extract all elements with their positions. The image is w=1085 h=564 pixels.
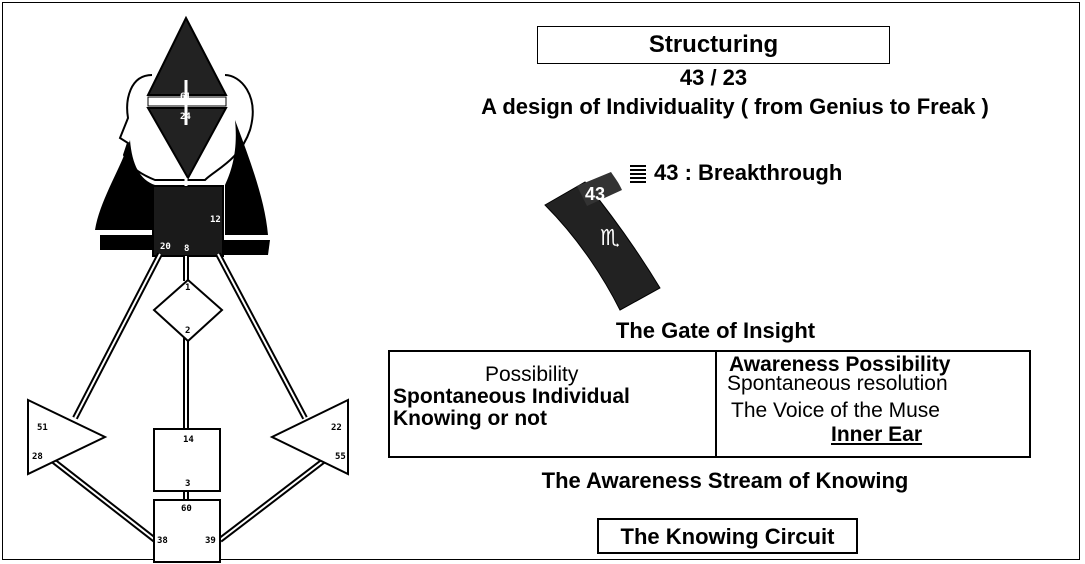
properties-right-cell: Awareness Possibility Spontaneous resolu… [717,352,1029,456]
arc-gate-number: 43 [585,184,605,204]
root-center [153,499,221,563]
gate-label: 8 [184,244,189,254]
shoulder-left-shape [95,140,155,230]
zodiac-arc: 43 ♏ [544,172,661,311]
gate-label: 22 [331,423,342,433]
properties-table: Possibility Spontaneous Individual Knowi… [388,350,1031,458]
gate-name: The Gate of Insight [615,318,816,343]
shoulder-right-shape [225,120,268,235]
property-line: Spontaneous Individual [393,385,630,408]
gate-label: 28 [32,452,43,462]
property-line: Knowing or not [393,407,547,430]
property-line: Awareness Possibility [729,353,951,376]
solar-plexus-center [269,398,349,476]
sacral-center [153,428,221,492]
gate-label: 2 [185,326,190,336]
property-line: Possibility [485,363,579,386]
scorpio-icon: ♏ [600,226,620,251]
gate-label: 12 [210,215,221,225]
spleen-center [27,398,108,476]
gate-label: 1 [185,283,190,293]
gate-label: 60 [181,504,192,514]
structuring-title: Structuring [537,26,890,64]
gate-label: 61 [180,92,191,102]
g-center [152,278,224,343]
circuit-name: The Knowing Circuit [597,518,858,554]
gate-label: 3 [185,479,190,489]
gate-label: 24 [180,112,191,122]
gate-title: 43 : Breakthrough [654,160,843,185]
gate-label: 51 [37,423,48,433]
property-line: Spontaneous resolution [727,372,948,395]
property-line: Inner Ear [831,423,923,446]
design-description: A design of Individuality ( from Genius … [481,94,989,119]
hexagram-icon [630,165,646,183]
property-line: The Voice of the Muse [731,399,940,422]
bodygraph-diagram: 61 24 12 20 8 1 2 14 3 60 38 39 51 22 28… [27,15,349,563]
properties-left-cell: Possibility Spontaneous Individual Knowi… [390,352,717,456]
channel-numbers: 43 / 23 [679,65,748,90]
throat-center [152,185,224,257]
head-outline-icon [118,74,254,181]
gate-label: 55 [335,452,346,462]
stream-name: The Awareness Stream of Knowing [541,468,909,493]
gate-label: 38 [157,536,168,546]
arc-band [544,181,661,311]
gate-label: 20 [160,242,171,252]
gate-label: 39 [205,536,216,546]
gate-label: 14 [183,435,194,445]
